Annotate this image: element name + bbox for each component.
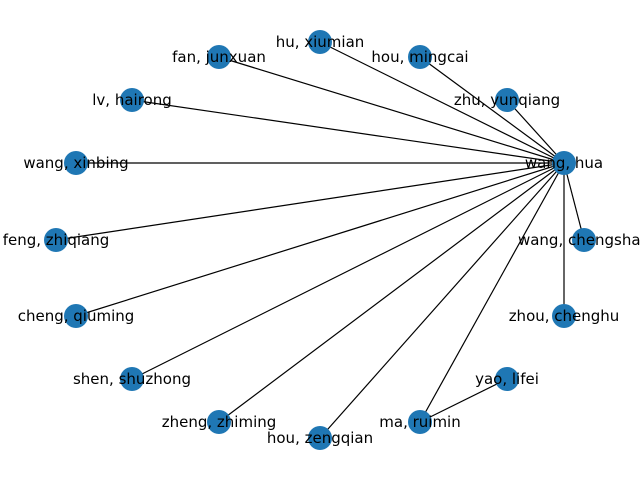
node-wang-chengshan (572, 228, 596, 252)
node-label-feng-zhiqiang: feng, zhiqiang (3, 231, 110, 249)
node-shen-shuzhong (120, 367, 144, 391)
edge-wang-hua-ma-ruimin (419, 162, 565, 423)
node-zhu-yunqiang (495, 88, 519, 112)
node-label-lv-hairong: lv, hairong (92, 91, 172, 109)
edge-wang-hua-fan-junxuan (218, 56, 565, 164)
node-label-hu-xiumian: hu, xiumian (276, 33, 365, 51)
node-label-zheng-zhiming: zheng, zhiming (162, 413, 277, 431)
edge-wang-hua-shen-shuzhong (131, 162, 565, 380)
edge-wang-hua-hou-mingcai (419, 56, 565, 164)
node-label-cheng-qiuming: cheng, qiuming (18, 307, 135, 325)
node-cheng-qiuming (64, 304, 88, 328)
node-ma-ruimin (408, 410, 432, 434)
edge-ma-ruimin-yao-lifei (419, 378, 508, 423)
node-fan-junxuan (207, 45, 231, 69)
node-zheng-zhiming (207, 410, 231, 434)
edge-wang-hua-zhu-yunqiang (506, 99, 565, 164)
node-label-zhou-chenghu: zhou, chenghu (509, 307, 620, 325)
node-label-hou-zengqian: hou, zengqian (267, 429, 373, 447)
node-label-yao-lifei: yao, lifei (475, 370, 539, 388)
edge-wang-hua-hu-xiumian (319, 41, 565, 164)
node-label-fan-junxuan: fan, junxuan (172, 48, 266, 66)
edge-wang-hua-zheng-zhiming (218, 162, 565, 423)
node-wang-hua (552, 151, 576, 175)
node-zhou-chenghu (552, 304, 576, 328)
edges-layer (55, 41, 585, 439)
nodes-layer (44, 30, 596, 450)
node-hu-xiumian (308, 30, 332, 54)
node-label-hou-mingcai: hou, mingcai (371, 48, 468, 66)
node-wang-xinbing (64, 151, 88, 175)
edge-wang-hua-lv-hairong (131, 99, 565, 164)
edge-wang-hua-hou-zengqian (319, 162, 565, 439)
node-label-wang-hua: wang, hua (525, 154, 603, 172)
node-lv-hairong (120, 88, 144, 112)
node-label-wang-xinbing: wang, xinbing (23, 154, 128, 172)
node-yao-lifei (495, 367, 519, 391)
node-label-zhu-yunqiang: zhu, yunqiang (454, 91, 560, 109)
edge-wang-hua-cheng-qiuming (75, 162, 565, 317)
node-label-ma-ruimin: ma, ruimin (379, 413, 460, 431)
edge-wang-hua-feng-zhiqiang (55, 162, 565, 241)
node-label-shen-shuzhong: shen, shuzhong (73, 370, 191, 388)
node-feng-zhiqiang (44, 228, 68, 252)
node-hou-mingcai (408, 45, 432, 69)
edge-wang-hua-wang-chengshan (563, 162, 585, 241)
labels-layer: wang, hua zhu, yunqiang hou, mingcai hu, xi… (3, 33, 640, 447)
node-hou-zengqian (308, 426, 332, 450)
node-label-wang-chengshan: wang, chengshan (518, 231, 640, 249)
